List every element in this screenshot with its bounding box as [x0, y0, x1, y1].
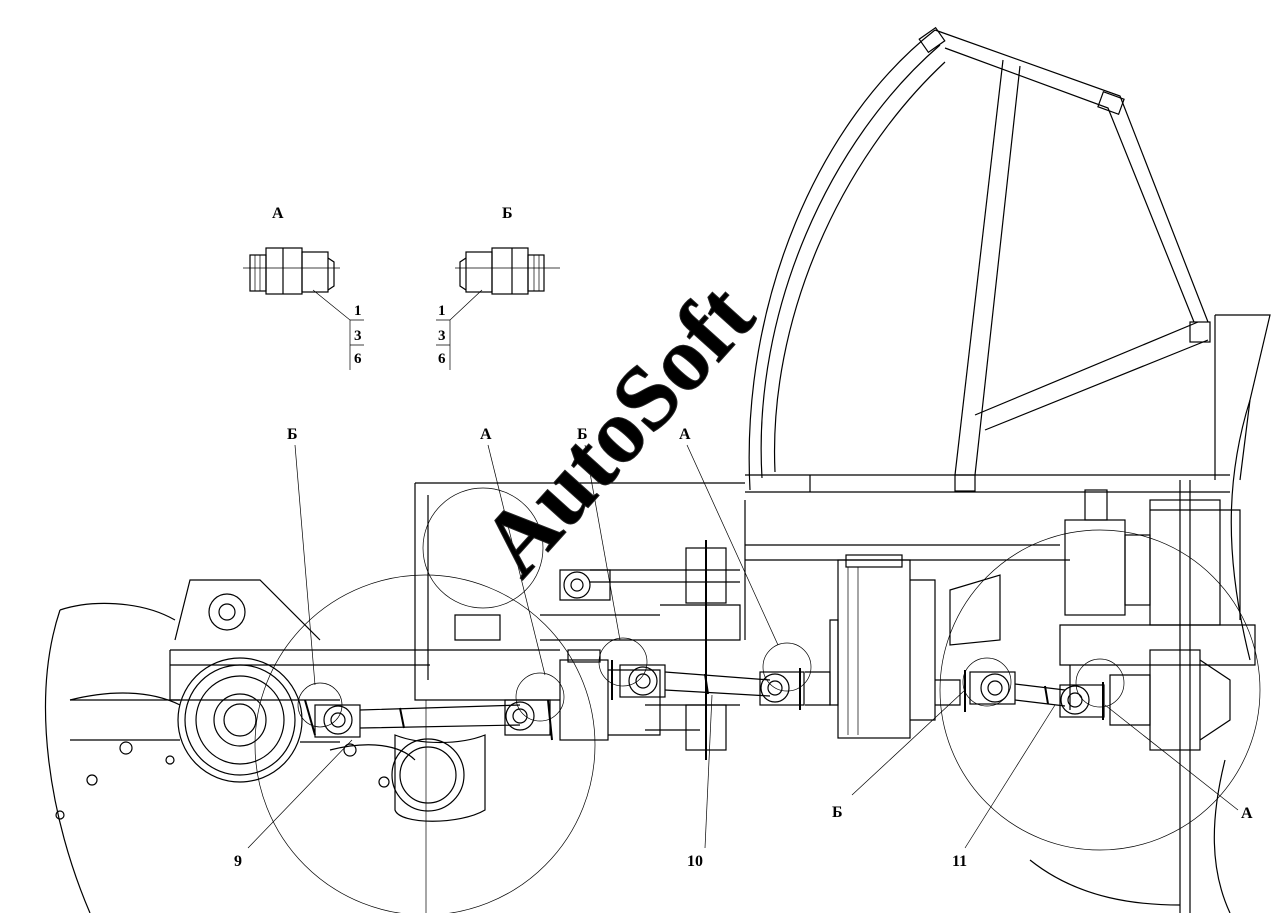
leader-lines: [247, 444, 1239, 913]
rear-axle: [55, 657, 416, 820]
propeller-shaft-9: [304, 699, 553, 741]
propeller-shaft-11: [935, 670, 1105, 720]
detail-view-b: Б 1 3 6: [436, 205, 560, 370]
cab-frame: [745, 26, 1271, 661]
watermark: AutoSoft: [461, 264, 773, 595]
detail-view-a-callout-1: 1: [354, 303, 362, 319]
view-reference-labels: Б А Б А Б А: [287, 426, 1253, 822]
wheel-outlines: [44, 487, 1261, 913]
detail-view-b-callout-1: 1: [438, 303, 446, 319]
intermediate-support: [454, 540, 741, 760]
detail-view-b-title: Б: [502, 205, 513, 222]
view-ref-b-2: Б: [577, 426, 588, 443]
view-ref-b-1: Б: [287, 426, 298, 443]
detail-marker-circles: [297, 637, 1125, 728]
transfer-case: [829, 554, 936, 739]
position-9: 9: [234, 853, 242, 870]
position-11: 11: [952, 853, 967, 870]
hitch-bracket: [174, 569, 740, 641]
detail-view-a-callout-6: 6: [354, 351, 362, 367]
view-ref-a-3: А: [1241, 805, 1253, 822]
view-ref-a-1: А: [480, 426, 492, 443]
view-ref-a-2: А: [679, 426, 691, 443]
position-numbers: 9 10 11: [234, 853, 967, 870]
detail-view-a-callout-3: 3: [354, 328, 362, 344]
hydraulic-pump: [949, 489, 1241, 646]
front-axle: [1029, 480, 1231, 913]
position-10: 10: [687, 853, 703, 870]
detail-view-b-callout-3: 3: [438, 328, 446, 344]
propeller-shaft-10: [611, 660, 831, 710]
detail-view-b-callout-6: 6: [438, 351, 446, 367]
detail-view-a: А 1 3 6: [243, 205, 364, 370]
view-ref-b-3: Б: [832, 804, 843, 821]
detail-view-a-title: А: [272, 205, 284, 222]
